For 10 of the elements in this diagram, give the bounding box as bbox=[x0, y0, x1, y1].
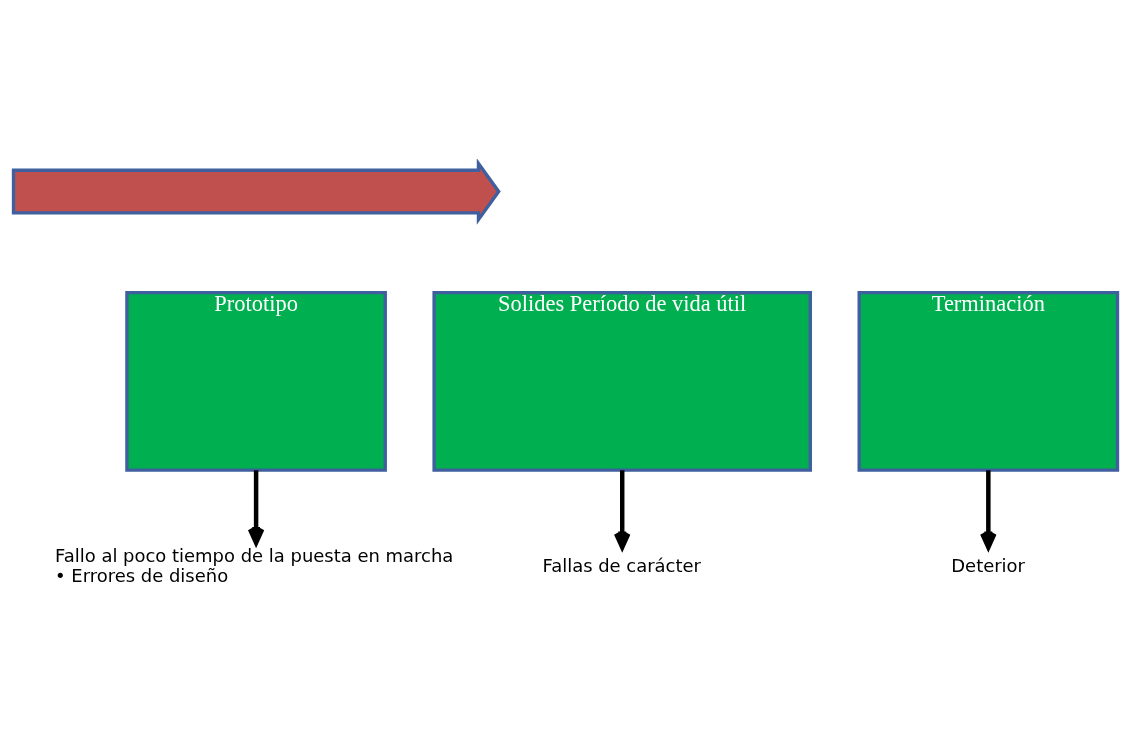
node-arrow bbox=[11, 159, 501, 225]
node-box: Solides Período de vida útil bbox=[432, 290, 812, 472]
node-box: Prototipo bbox=[125, 290, 387, 472]
arrow bbox=[980, 470, 997, 550]
arrow bbox=[613, 470, 631, 550]
node-text: Fallas de carácter bbox=[542, 555, 701, 577]
node-text: Fallo al poco tiempo de la puesta en marcha • Errores de diseño bbox=[55, 544, 454, 587]
node-box: Terminación bbox=[857, 290, 1120, 472]
arrow bbox=[247, 470, 265, 546]
node-text: Deterior bbox=[951, 555, 1025, 577]
